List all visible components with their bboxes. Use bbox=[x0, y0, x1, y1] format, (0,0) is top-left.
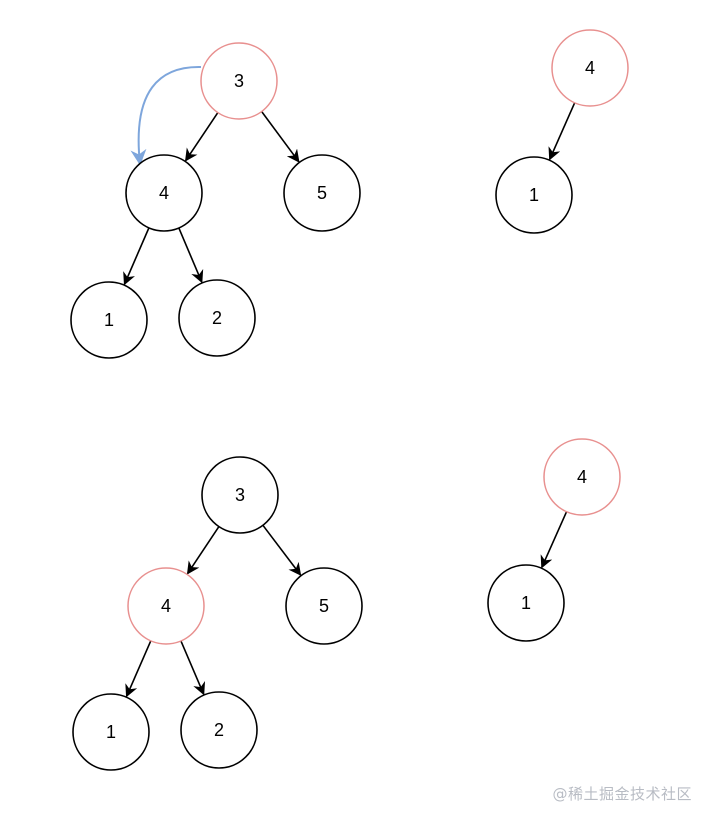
tree-node-br-1: 1 bbox=[487, 564, 565, 642]
edge-bl-4-to-bl-1 bbox=[125, 640, 152, 698]
node-label: 4 bbox=[159, 183, 169, 203]
node-label: 1 bbox=[521, 593, 531, 613]
node-label: 1 bbox=[529, 185, 539, 205]
node-circle bbox=[200, 42, 278, 120]
node-circle bbox=[495, 156, 573, 234]
node-label: 2 bbox=[214, 720, 224, 740]
tree-node-tl-4: 4 bbox=[125, 154, 203, 232]
tree-node-bl-5: 5 bbox=[285, 567, 363, 645]
node-circle bbox=[127, 567, 205, 645]
tree-node-tl-3: 3 bbox=[200, 42, 278, 120]
edge-tr-4-to-tr-1 bbox=[548, 102, 576, 161]
tree-node-br-4: 4 bbox=[543, 438, 621, 516]
tree-node-tl-5: 5 bbox=[283, 154, 361, 232]
edge-tl-4-to-tl-2 bbox=[178, 227, 204, 284]
edge-bl-3-to-bl-5 bbox=[262, 524, 302, 576]
node-label: 4 bbox=[161, 596, 171, 616]
edge-bl-3-to-bl-4 bbox=[186, 526, 220, 575]
node-label: 1 bbox=[104, 310, 114, 330]
edges-layer bbox=[123, 102, 576, 698]
node-circle bbox=[283, 154, 361, 232]
node-circle bbox=[543, 438, 621, 516]
node-circle bbox=[285, 567, 363, 645]
node-circle bbox=[551, 29, 629, 107]
watermark: @稀土掘金技术社区 bbox=[552, 785, 692, 803]
edge-tl-4-to-tl-1 bbox=[123, 227, 150, 286]
node-circle bbox=[201, 456, 279, 534]
node-circle bbox=[487, 564, 565, 642]
tree-node-bl-1: 1 bbox=[72, 693, 150, 771]
node-label: 5 bbox=[317, 183, 327, 203]
tree-node-tr-4: 4 bbox=[551, 29, 629, 107]
node-label: 2 bbox=[212, 308, 222, 328]
node-label: 3 bbox=[235, 485, 245, 505]
edge-tl-3-to-tl-5 bbox=[260, 111, 300, 163]
node-label: 3 bbox=[234, 71, 244, 91]
edge-br-4-to-br-1 bbox=[540, 511, 568, 569]
tree-node-bl-3: 3 bbox=[201, 456, 279, 534]
node-circle bbox=[70, 281, 148, 359]
tree-node-bl-2: 2 bbox=[180, 691, 258, 769]
node-circle bbox=[178, 279, 256, 357]
node-circle bbox=[180, 691, 258, 769]
node-label: 4 bbox=[585, 58, 595, 78]
tree-node-tr-1: 1 bbox=[495, 156, 573, 234]
node-label: 4 bbox=[577, 467, 587, 487]
curved-arrow-3-to-4 bbox=[130, 65, 202, 166]
edge-bl-4-to-bl-2 bbox=[180, 640, 206, 696]
edge-tl-3-to-tl-4 bbox=[184, 112, 219, 162]
tree-node-tl-2: 2 bbox=[178, 279, 256, 357]
node-circle bbox=[125, 154, 203, 232]
node-label: 5 bbox=[319, 596, 329, 616]
node-circle bbox=[72, 693, 150, 771]
nodes-layer: 3 4 5 1 2 4 1 3 4 5 1 2 4 1 bbox=[70, 29, 629, 771]
tree-node-bl-4: 4 bbox=[127, 567, 205, 645]
node-label: 1 bbox=[106, 722, 116, 742]
tree-node-tl-1: 1 bbox=[70, 281, 148, 359]
